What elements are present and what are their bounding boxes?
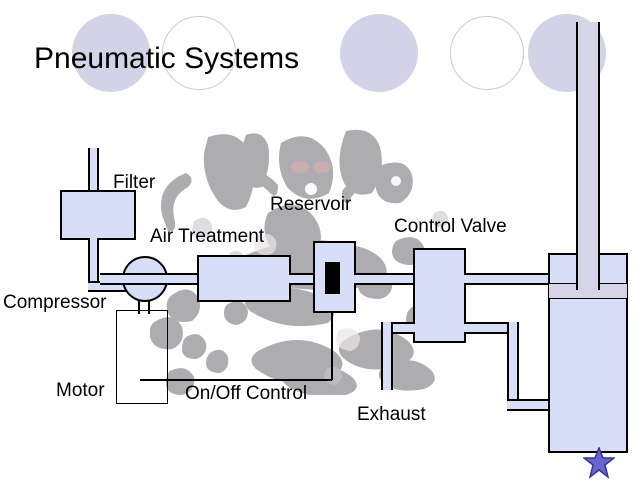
label-reservoir: Reservoir [270, 194, 352, 215]
label-exhaust: Exhaust [357, 404, 426, 425]
valve-spool [325, 262, 340, 294]
on-off-control-line-vertical [331, 290, 333, 380]
pipe-valve-to-cylinder-top [464, 273, 552, 285]
deco-circle-3 [340, 14, 418, 92]
pipe-filter-down [88, 238, 99, 292]
on-off-control-line-horizontal [140, 379, 332, 381]
label-compressor: Compressor [3, 292, 107, 313]
motor-shaft-line-left [138, 300, 140, 314]
pipe-air-treatment-to-reservoir [289, 273, 317, 285]
label-on-off-control: On/Off Control [185, 383, 308, 404]
deco-circle-4 [450, 16, 524, 90]
label-air-treatment: Air Treatment [150, 226, 265, 247]
label-motor: Motor [56, 380, 105, 401]
control-valve-box[interactable] [413, 248, 466, 343]
deco-circle-1 [72, 14, 150, 92]
air-treatment-box[interactable] [197, 255, 291, 302]
background-watermark-image [150, 129, 448, 395]
cylinder-piston-rod [576, 22, 600, 290]
pipe-cylinder-bottom-vertical [507, 322, 519, 411]
pipe-intake-vertical [88, 148, 99, 192]
motor-shaft-line-right [148, 300, 150, 314]
label-filter: Filter [113, 172, 156, 193]
pipe-exhaust-vertical [381, 322, 393, 390]
pipe-compressor-to-air-treatment [100, 273, 200, 285]
pipe-reservoir-to-control-valve [354, 273, 416, 285]
filter-box[interactable] [60, 190, 136, 240]
focus-star-icon [583, 447, 615, 479]
deco-circle-2 [162, 16, 236, 90]
pipe-valve-lower-outlet [464, 322, 518, 334]
pipe-cylinder-bottom-feed [507, 399, 555, 411]
label-control-valve: Control Valve [394, 216, 507, 237]
motor-box[interactable] [116, 310, 168, 404]
page-title: Pneumatic Systems [34, 42, 300, 75]
